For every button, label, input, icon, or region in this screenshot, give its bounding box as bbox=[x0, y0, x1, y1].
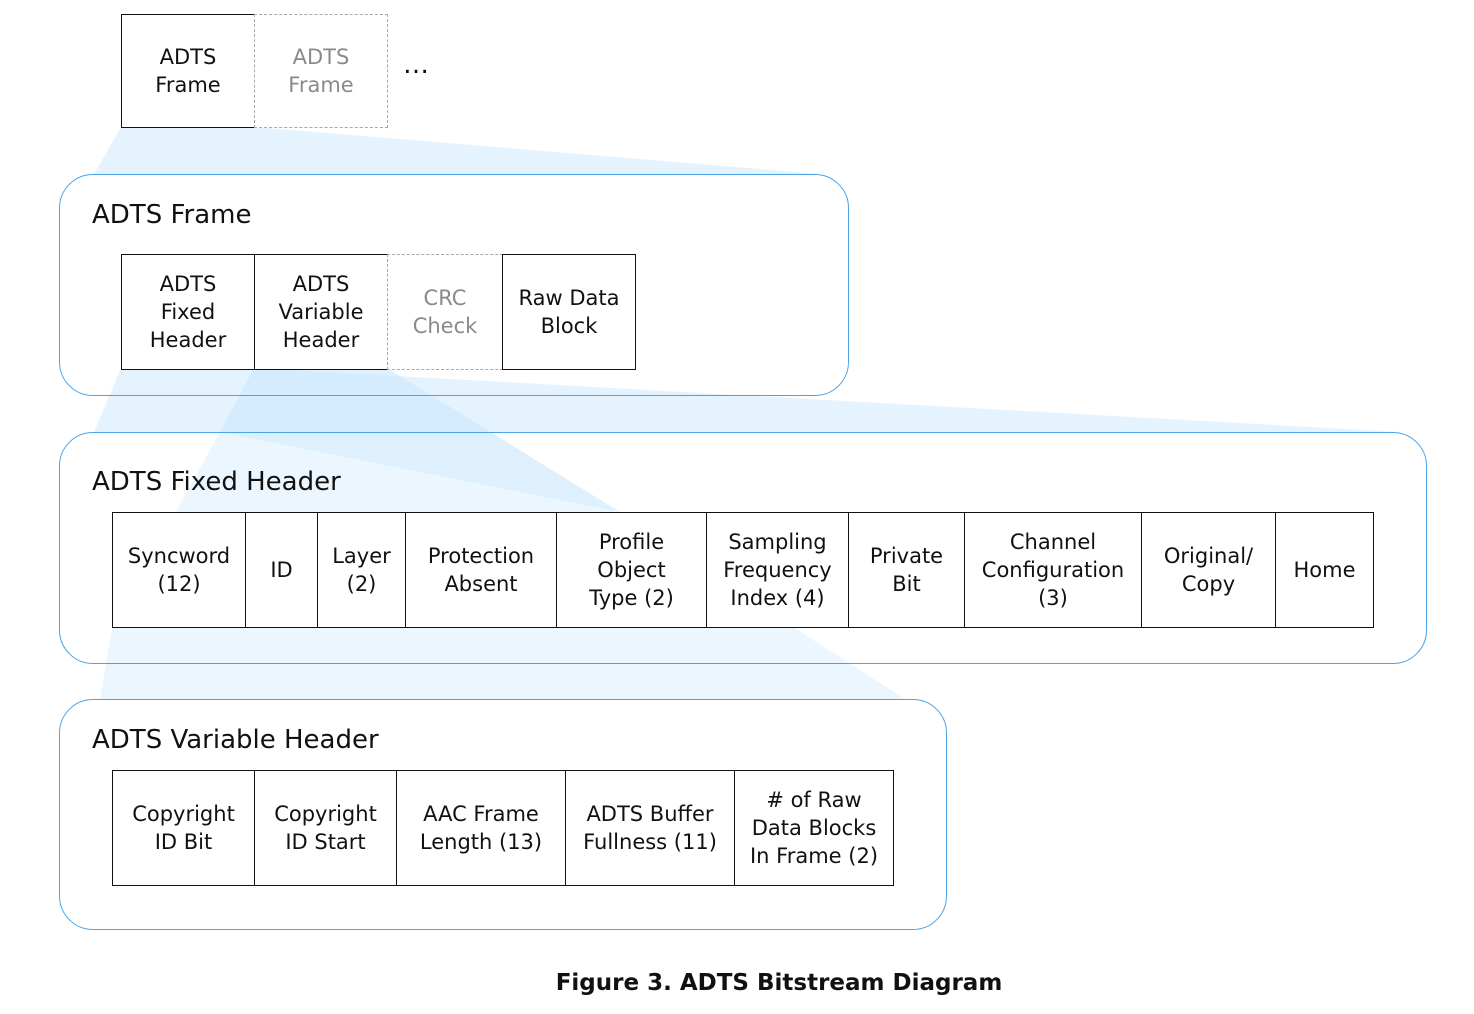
variable-cell-raw-data-blocks: # of Raw Data Blocks In Frame (2) bbox=[734, 770, 894, 886]
fixed-cell-protection-absent: Protection Absent bbox=[405, 512, 557, 628]
frame-cell-crc-check: CRC Check bbox=[387, 254, 503, 370]
adts-frame-title: ADTS Frame bbox=[92, 200, 252, 230]
fixed-header-panel bbox=[59, 432, 1427, 664]
fixed-cell-private-bit: Private Bit bbox=[848, 512, 965, 628]
figure-caption: Figure 3. ADTS Bitstream Diagram bbox=[555, 970, 1003, 996]
frame-cell-variable-header: ADTS Variable Header bbox=[254, 254, 388, 370]
zoom-wedge-frame bbox=[94, 127, 820, 174]
fixed-header-title: ADTS Fixed Header bbox=[92, 467, 341, 497]
fixed-cell-profile-object-type: Profile Object Type (2) bbox=[556, 512, 707, 628]
stream-frame: ADTS Frame bbox=[121, 14, 255, 128]
stream-ellipsis: … bbox=[403, 50, 429, 80]
fixed-cell-id: ID bbox=[245, 512, 318, 628]
variable-cell-copyright-id-bit: Copyright ID Bit bbox=[112, 770, 255, 886]
fixed-cell-channel-configuration: Channel Configuration (3) bbox=[964, 512, 1142, 628]
variable-header-title: ADTS Variable Header bbox=[92, 725, 379, 755]
variable-header-panel bbox=[59, 699, 947, 930]
variable-cell-aac-frame-length: AAC Frame Length (13) bbox=[396, 770, 566, 886]
fixed-cell-original-copy: Original/ Copy bbox=[1141, 512, 1276, 628]
variable-cell-buffer-fullness: ADTS Buffer Fullness (11) bbox=[565, 770, 735, 886]
frame-cell-fixed-header: ADTS Fixed Header bbox=[121, 254, 255, 370]
fixed-cell-layer: Layer (2) bbox=[317, 512, 406, 628]
adts-frame-panel bbox=[59, 174, 849, 396]
fixed-cell-syncword: Syncword (12) bbox=[112, 512, 246, 628]
variable-cell-copyright-id-start: Copyright ID Start bbox=[254, 770, 397, 886]
frame-cell-raw-data-block: Raw Data Block bbox=[502, 254, 636, 370]
fixed-cell-sampling-frequency-index: Sampling Frequency Index (4) bbox=[706, 512, 849, 628]
fixed-cell-home: Home bbox=[1275, 512, 1374, 628]
stream-next-frame: ADTS Frame bbox=[254, 14, 388, 128]
